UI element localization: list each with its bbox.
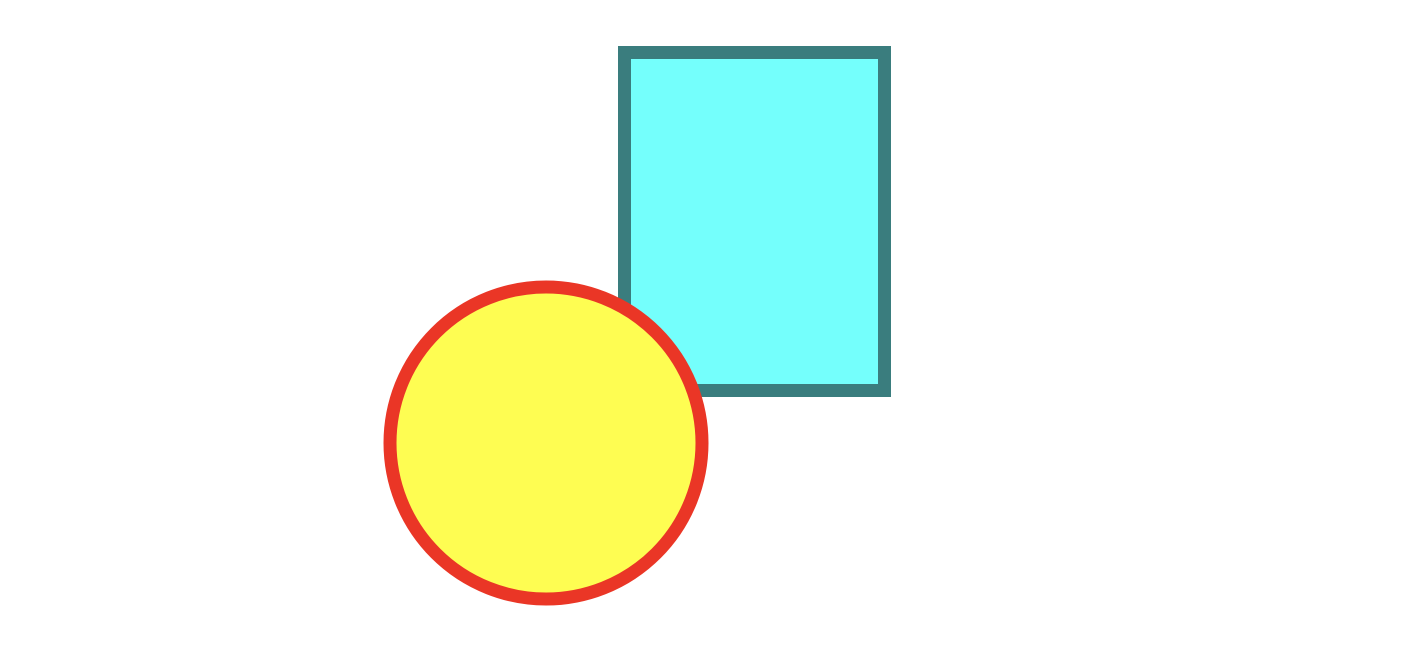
cyan-rectangle	[618, 46, 891, 397]
yellow-circle	[383, 280, 709, 606]
